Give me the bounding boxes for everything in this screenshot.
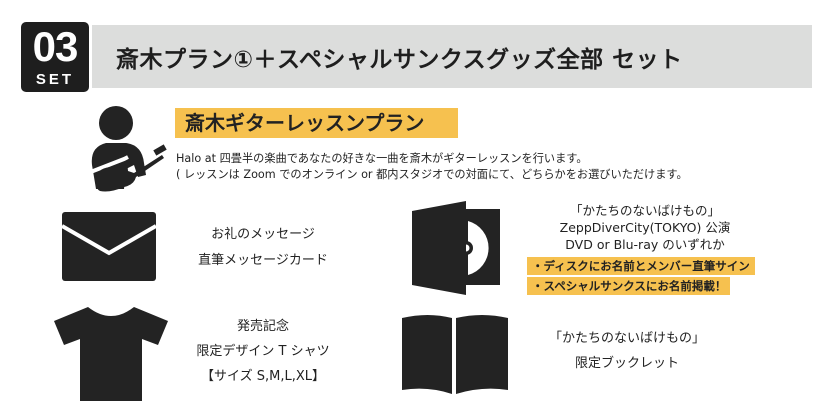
t-shirt-line-1: 発売記念 bbox=[236, 319, 289, 334]
guitar-player-icon bbox=[87, 106, 167, 192]
plan-label: 斎木ギターレッスンプラン bbox=[175, 108, 458, 138]
set-label: SET bbox=[35, 71, 75, 88]
dvd-tag-special-thanks: ・スペシャルサンクスにお名前掲載！ bbox=[527, 277, 730, 295]
t-shirt-line-2: 限定デザイン T シャツ bbox=[196, 344, 330, 359]
dvd-line-1: 「かたちのないばけもの」 bbox=[569, 203, 720, 218]
booklet-icon bbox=[402, 315, 508, 394]
plan-description-line-2: ( レッスンは Zoom でのオンライン or 都内スタジオでの対面にて、どちら… bbox=[176, 168, 688, 181]
plan-description-line-1: Halo at 四畳半の楽曲であなたの好きな一曲を斎木がギターレッスンを行います… bbox=[176, 152, 588, 165]
message-card-text: お礼のメッセージ 直筆メッセージカード bbox=[163, 222, 363, 274]
dvd-case-icon bbox=[412, 201, 500, 295]
message-card-line-1: お礼のメッセージ bbox=[211, 227, 315, 242]
set-number: 03 bbox=[32, 23, 79, 70]
t-shirt-icon bbox=[54, 307, 168, 401]
t-shirt-text: 発売記念 限定デザイン T シャツ 【サイズ S,M,L,XL】 bbox=[163, 314, 363, 389]
page-title: 斎木プラン①＋スペシャルサンクスグッズ全部 セット bbox=[116, 47, 683, 73]
title-bar: 斎木プラン①＋スペシャルサンクスグッズ全部 セット bbox=[92, 25, 812, 88]
envelope-icon bbox=[62, 212, 156, 281]
dvd-text: 「かたちのないばけもの」 ZeppDiverCity(TOKYO) 公演 DVD… bbox=[540, 202, 750, 253]
booklet-text: 「かたちのないばけもの」 限定ブックレット bbox=[527, 326, 727, 376]
message-card-line-2: 直筆メッセージカード bbox=[198, 253, 328, 268]
t-shirt-line-3: 【サイズ S,M,L,XL】 bbox=[201, 369, 325, 384]
dvd-line-2: ZeppDiverCity(TOKYO) 公演 bbox=[559, 220, 731, 235]
set-number-badge: 03 SET bbox=[21, 22, 89, 92]
dvd-line-3: DVD or Blu-ray のいずれか bbox=[565, 237, 725, 252]
booklet-line-2: 限定ブックレット bbox=[574, 356, 679, 371]
booklet-line-1: 「かたちのないばけもの」 bbox=[548, 331, 705, 346]
dvd-tag-signature: ・ディスクにお名前とメンバー直筆サイン bbox=[527, 257, 755, 275]
